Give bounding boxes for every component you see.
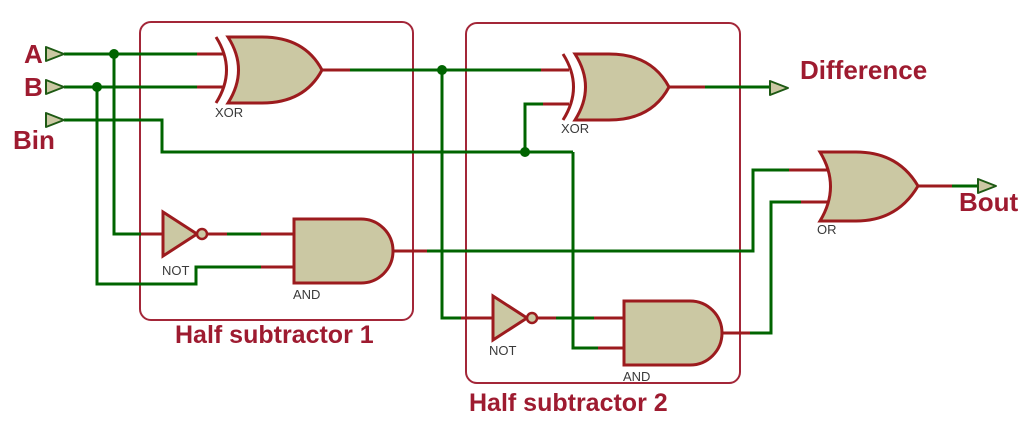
pin-stubs [141, 52, 952, 350]
or-gate-icon [817, 150, 920, 223]
gate-label-and1: AND [293, 287, 320, 302]
xor2-gate-icon [561, 52, 671, 122]
junction-dots [92, 49, 530, 157]
block-label-half-subtractor-1: Half subtractor 1 [175, 321, 374, 349]
not1-gate-icon [161, 209, 209, 259]
input-terminal-b-icon [45, 79, 65, 95]
output-label-bout: Bout [959, 187, 1019, 217]
xor1-gate-icon [214, 35, 324, 105]
input-label-a: A [24, 39, 43, 69]
wire-xor1-to-not2 [440, 70, 461, 320]
gate-label-and2: AND [623, 369, 650, 384]
and2-gate-icon [622, 299, 724, 367]
output-label-difference: Difference [800, 55, 927, 85]
wire-b-to-and1 [95, 87, 261, 286]
terminals [45, 46, 997, 194]
output-terminal-bout-icon [977, 178, 997, 194]
wire-bin-to-xor2 [523, 102, 543, 152]
wire-bin-bus [64, 118, 573, 154]
gate-label-xor1: XOR [215, 105, 243, 120]
input-label-b: B [24, 72, 43, 102]
block-label-half-subtractor-2: Half subtractor 2 [469, 389, 668, 417]
gate-label-or: OR [817, 222, 837, 237]
wire-and2-to-or [750, 200, 801, 335]
junction-xor1-out [437, 65, 447, 75]
gate-label-not2: NOT [489, 343, 517, 358]
gate-label-not1: NOT [162, 263, 190, 278]
junction-a [109, 49, 119, 59]
junction-b [92, 82, 102, 92]
half-subtractor-1-box [139, 21, 414, 321]
not2-gate-icon [491, 293, 539, 343]
and1-gate-icon [292, 217, 395, 285]
half-subtractor-2-box [465, 22, 741, 384]
output-terminal-difference-icon [769, 80, 789, 96]
gate-label-xor2: XOR [561, 121, 589, 136]
input-label-bin: Bin [13, 125, 55, 155]
wire-a-to-not1 [112, 54, 141, 236]
input-terminal-a-icon [45, 46, 65, 62]
wire-and1-to-or [427, 168, 789, 253]
junction-bin [520, 147, 530, 157]
wire-bin-to-and2 [571, 152, 598, 350]
input-terminal-bin-icon [45, 112, 65, 128]
